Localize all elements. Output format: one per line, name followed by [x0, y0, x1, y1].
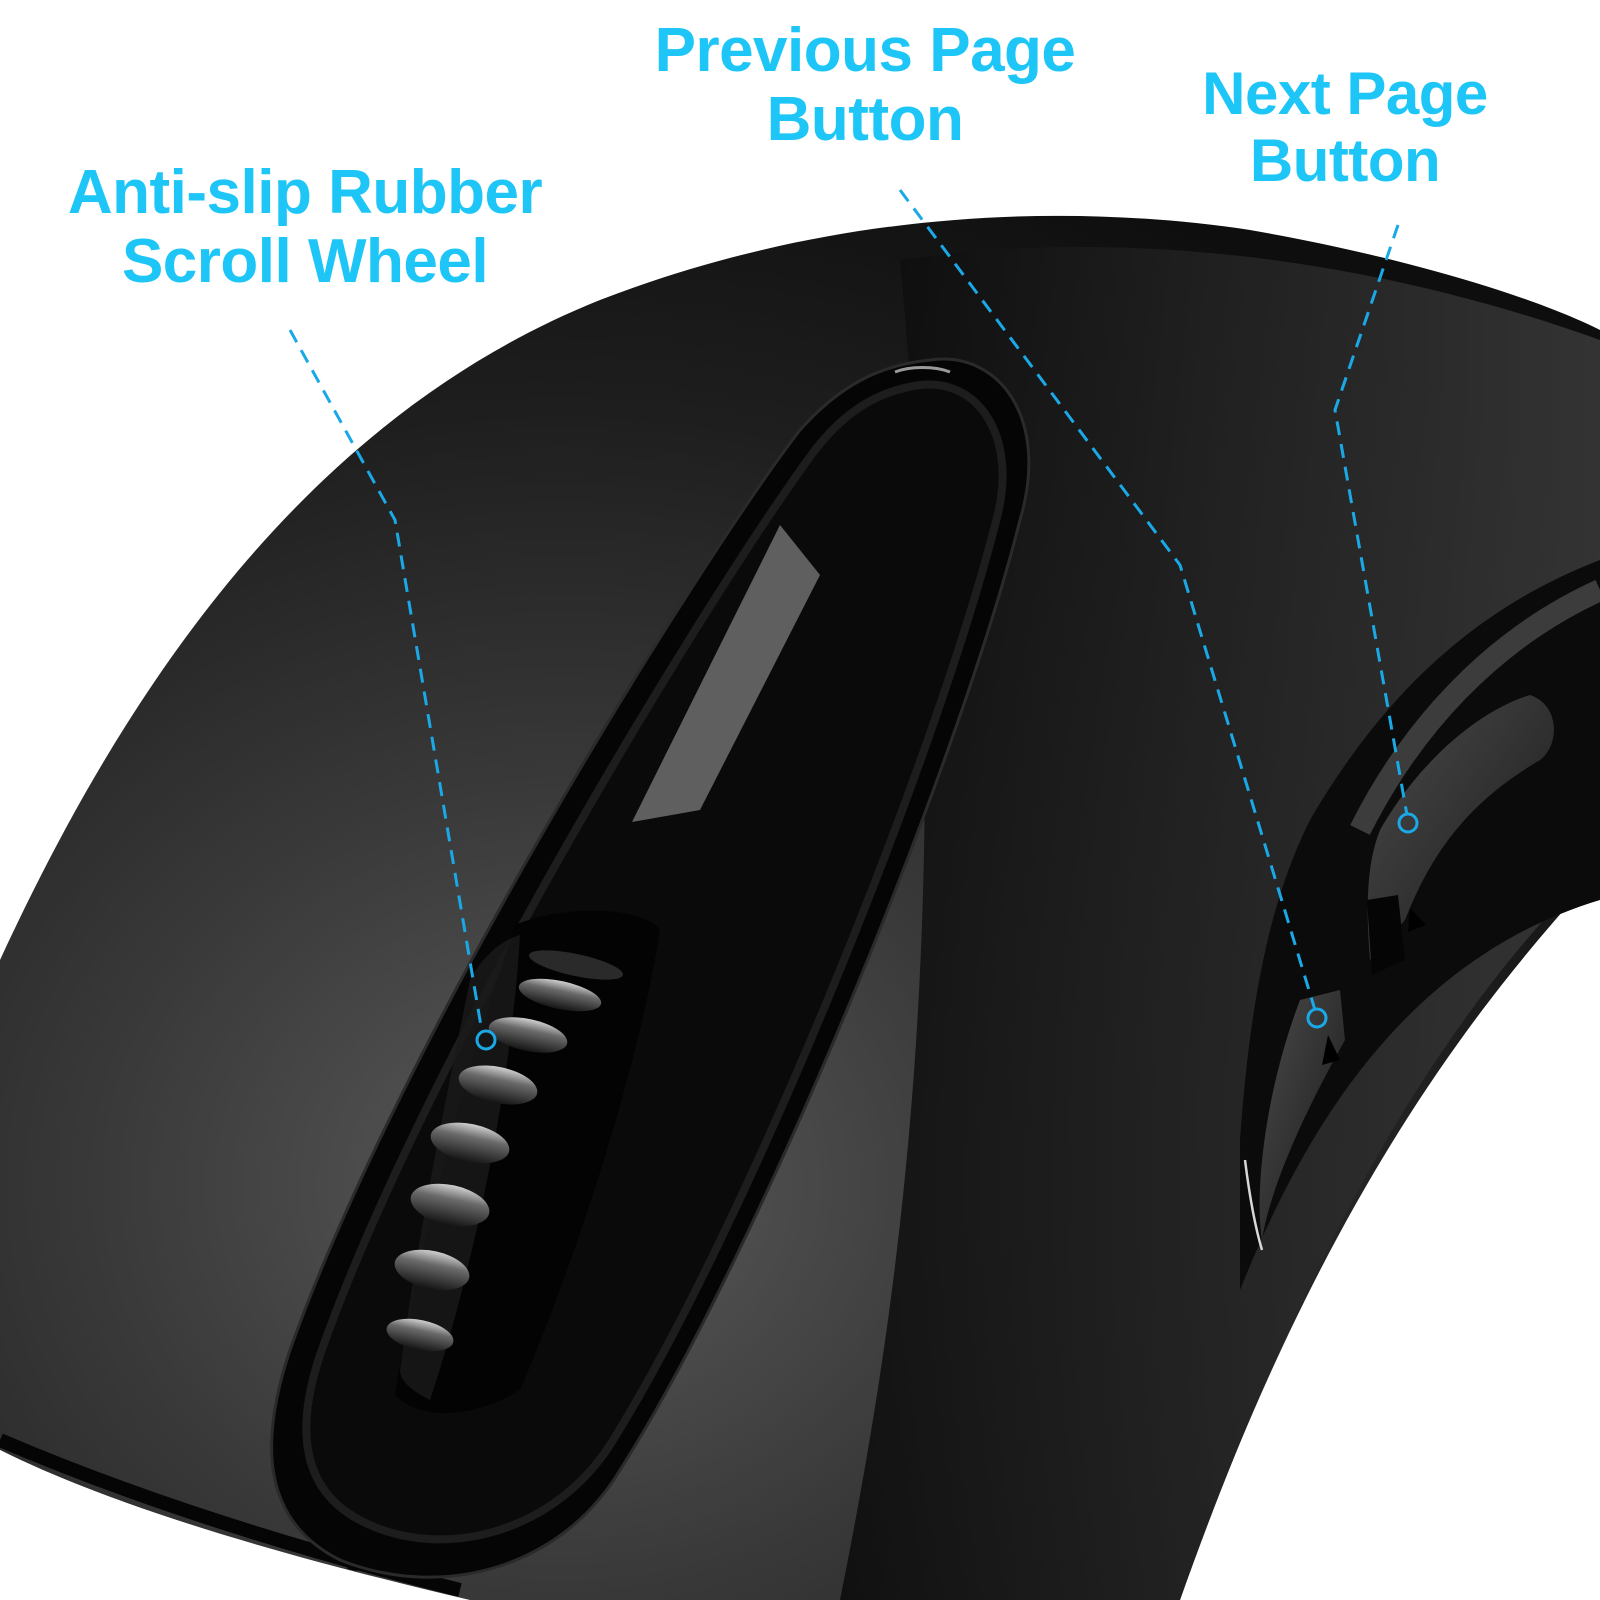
previous-page-button[interactable] — [1259, 990, 1345, 1240]
callout-line-1: Anti-slip Rubber — [67, 158, 543, 227]
callout-line-1: Next Page — [1202, 60, 1488, 127]
callout-lines — [288, 189, 1409, 1033]
callout-line-2: Button — [766, 85, 964, 155]
previous-page-leader-line — [898, 189, 1317, 1011]
arrow-up-icon — [1322, 1035, 1340, 1065]
callout-anchors — [475, 812, 1419, 1051]
arrow-up-icon — [1408, 908, 1426, 932]
callout-line-2: Scroll Wheel — [121, 227, 489, 297]
previous-page-callout-label: Previous Page Button — [640, 16, 1090, 155]
scroll-wheel[interactable] — [384, 910, 660, 1414]
next-page-callout-label: Next Page Button — [1190, 60, 1500, 194]
next-page-anchor-icon — [1397, 812, 1419, 834]
next-page-leader-line — [1333, 224, 1409, 816]
next-page-button[interactable] — [1367, 695, 1554, 960]
callout-line-2: Button — [1249, 127, 1441, 195]
side-grip — [1240, 560, 1600, 1290]
scroll-wheel-anchor-icon — [475, 1029, 497, 1051]
scroll-wheel-leader-line — [288, 329, 484, 1033]
callout-line-1: Previous Page — [654, 16, 1076, 85]
previous-page-anchor-icon — [1306, 1007, 1328, 1029]
scroll-wheel-callout-label: Anti-slip Rubber Scroll Wheel — [40, 158, 570, 297]
